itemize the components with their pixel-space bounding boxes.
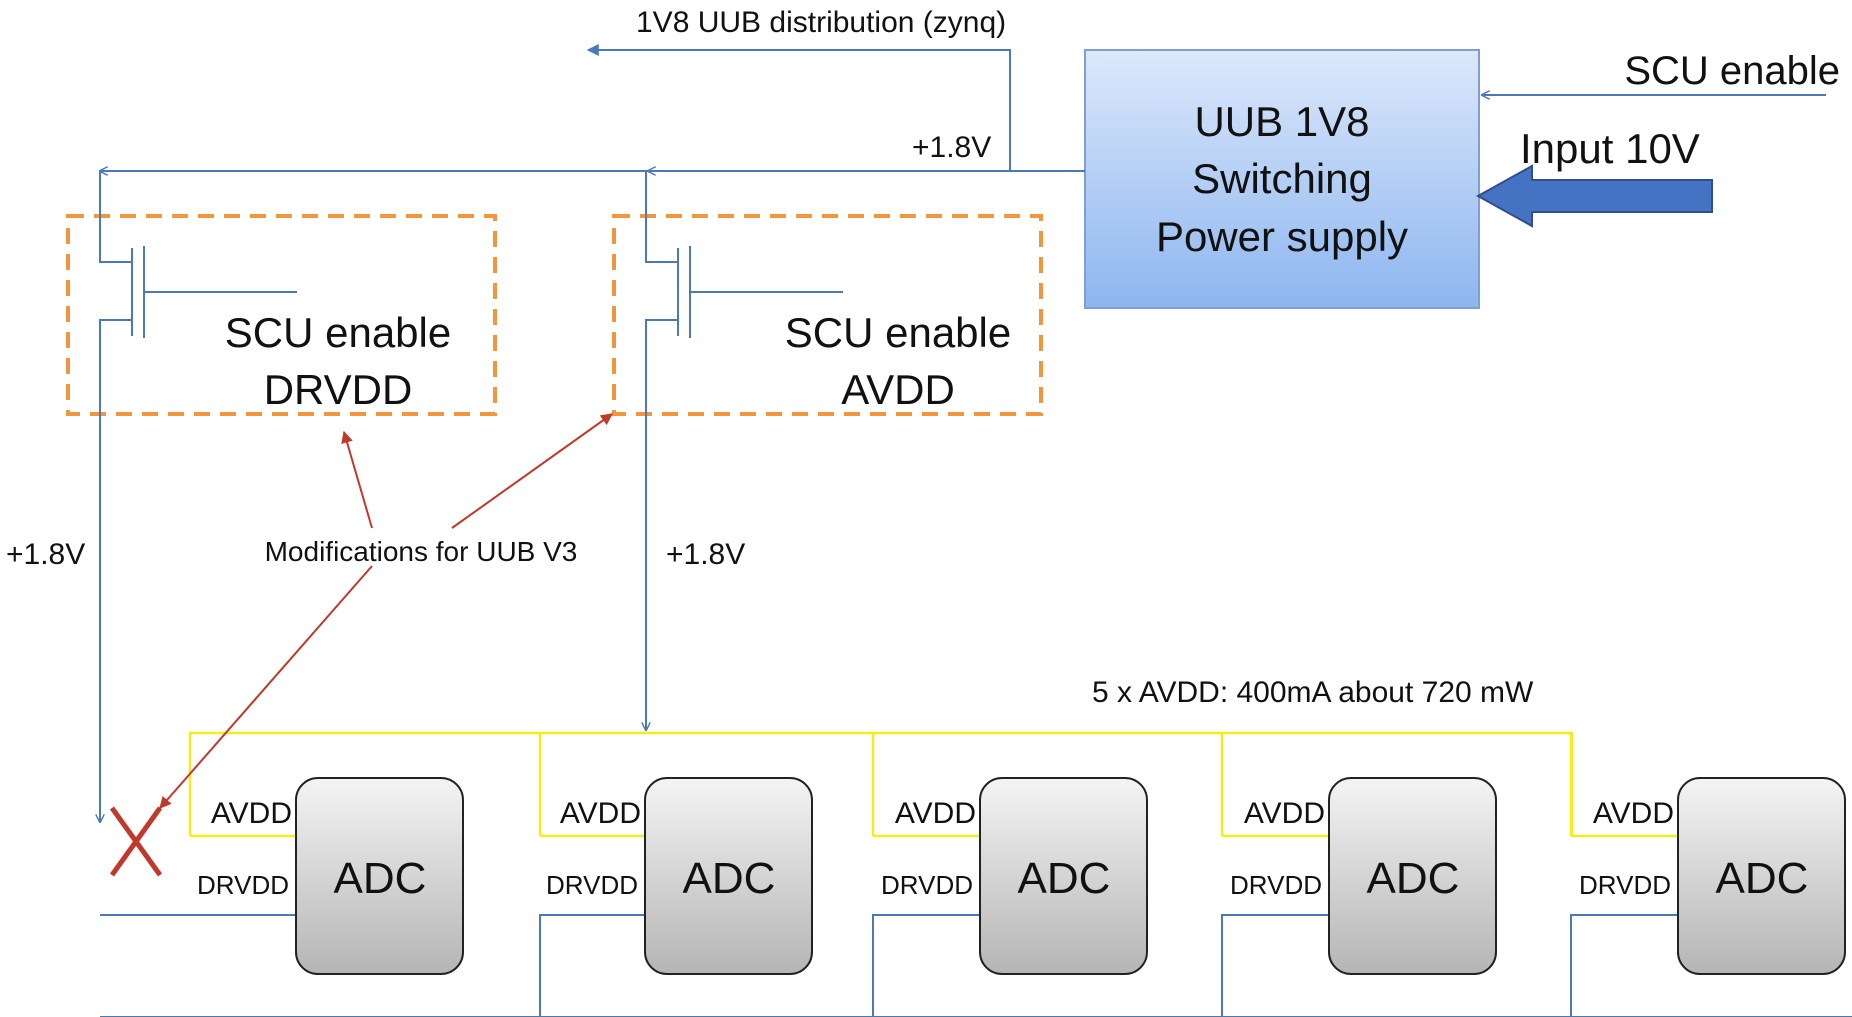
rail-top-label: +1.8V: [912, 131, 991, 164]
drvdd-pin-label: DRVDD: [197, 870, 289, 900]
scu-enable-input-label: SCU enable: [1624, 49, 1840, 93]
drvdd-switch-drain: [100, 319, 132, 822]
drvdd-switch-label-line1: SCU enable: [225, 309, 451, 356]
avdd-switch-label-line2: AVDD: [841, 366, 955, 413]
mod-arrow-junction: [159, 565, 373, 809]
adc-chip: [979, 777, 1148, 975]
adc-chip: [1328, 777, 1497, 975]
drvdd-feed-wire: [539, 914, 645, 1017]
drvdd-pin-label: DRVDD: [1579, 870, 1671, 900]
mod-arrow-avdd: [451, 413, 613, 529]
power-supply-label-line3: Power supply: [1156, 213, 1408, 260]
input-10v-label: Input 10V: [1520, 125, 1700, 172]
avdd-switch-drain: [646, 319, 678, 730]
avdd-pin-label: AVDD: [1244, 797, 1325, 830]
avdd-switch-box: [612, 214, 1043, 416]
avdd-pin-label: AVDD: [1593, 797, 1674, 830]
modifications-label: Modifications for UUB V3: [265, 536, 578, 567]
drvdd-pin-label: DRVDD: [546, 870, 638, 900]
power-supply-label-line1: UUB 1V8: [1194, 98, 1369, 145]
drvdd-feed-wire: [1570, 914, 1678, 1017]
drvdd-switch-box: [66, 214, 497, 416]
rail-left-label: +1.8V: [6, 538, 85, 571]
adc-chip: [644, 777, 813, 975]
adc-label: ADC: [1018, 854, 1111, 903]
rail-mid-label: +1.8V: [666, 538, 745, 571]
adc-array: ADC AVDD DRVDD ADC AVDD DRVDD ADC AVDD DRVDD ADC A…: [100, 733, 1846, 1017]
zynq-distribution-label: 1V8 UUB distribution (zynq): [636, 6, 1006, 39]
zynq-distribution-wire: [586, 44, 1011, 170]
avdd-pin-label: AVDD: [560, 797, 641, 830]
drvdd-pin-label: DRVDD: [881, 870, 973, 900]
input-10v-arrow: [1475, 164, 1713, 228]
avdd-switch-source: [645, 171, 678, 263]
mod-arrow-drvdd: [341, 430, 373, 529]
adc-label: ADC: [1716, 854, 1809, 903]
avdd-switch-label-line1: SCU enable: [785, 309, 1011, 356]
drvdd-switch-label-line2: DRVDD: [264, 366, 413, 413]
drvdd-feed-wire: [1221, 914, 1329, 1017]
avdd-total-label: 5 x AVDD: 400mA about 720 mW: [1092, 676, 1534, 709]
adc-label: ADC: [334, 854, 427, 903]
drvdd-switch-source: [99, 171, 132, 263]
adc-chip: [1677, 777, 1846, 975]
adc-label: ADC: [1367, 854, 1460, 903]
adc-chip: [295, 777, 464, 975]
avdd-pin-label: AVDD: [211, 797, 292, 830]
removed-connection-mark: [109, 806, 163, 877]
avdd-pin-label: AVDD: [895, 797, 976, 830]
adc-label: ADC: [683, 854, 776, 903]
power-supply-box: [1084, 49, 1480, 309]
power-supply-label-line2: Switching: [1192, 155, 1372, 202]
drvdd-pin-label: DRVDD: [1230, 870, 1322, 900]
drvdd-feed-wire: [872, 914, 980, 1017]
